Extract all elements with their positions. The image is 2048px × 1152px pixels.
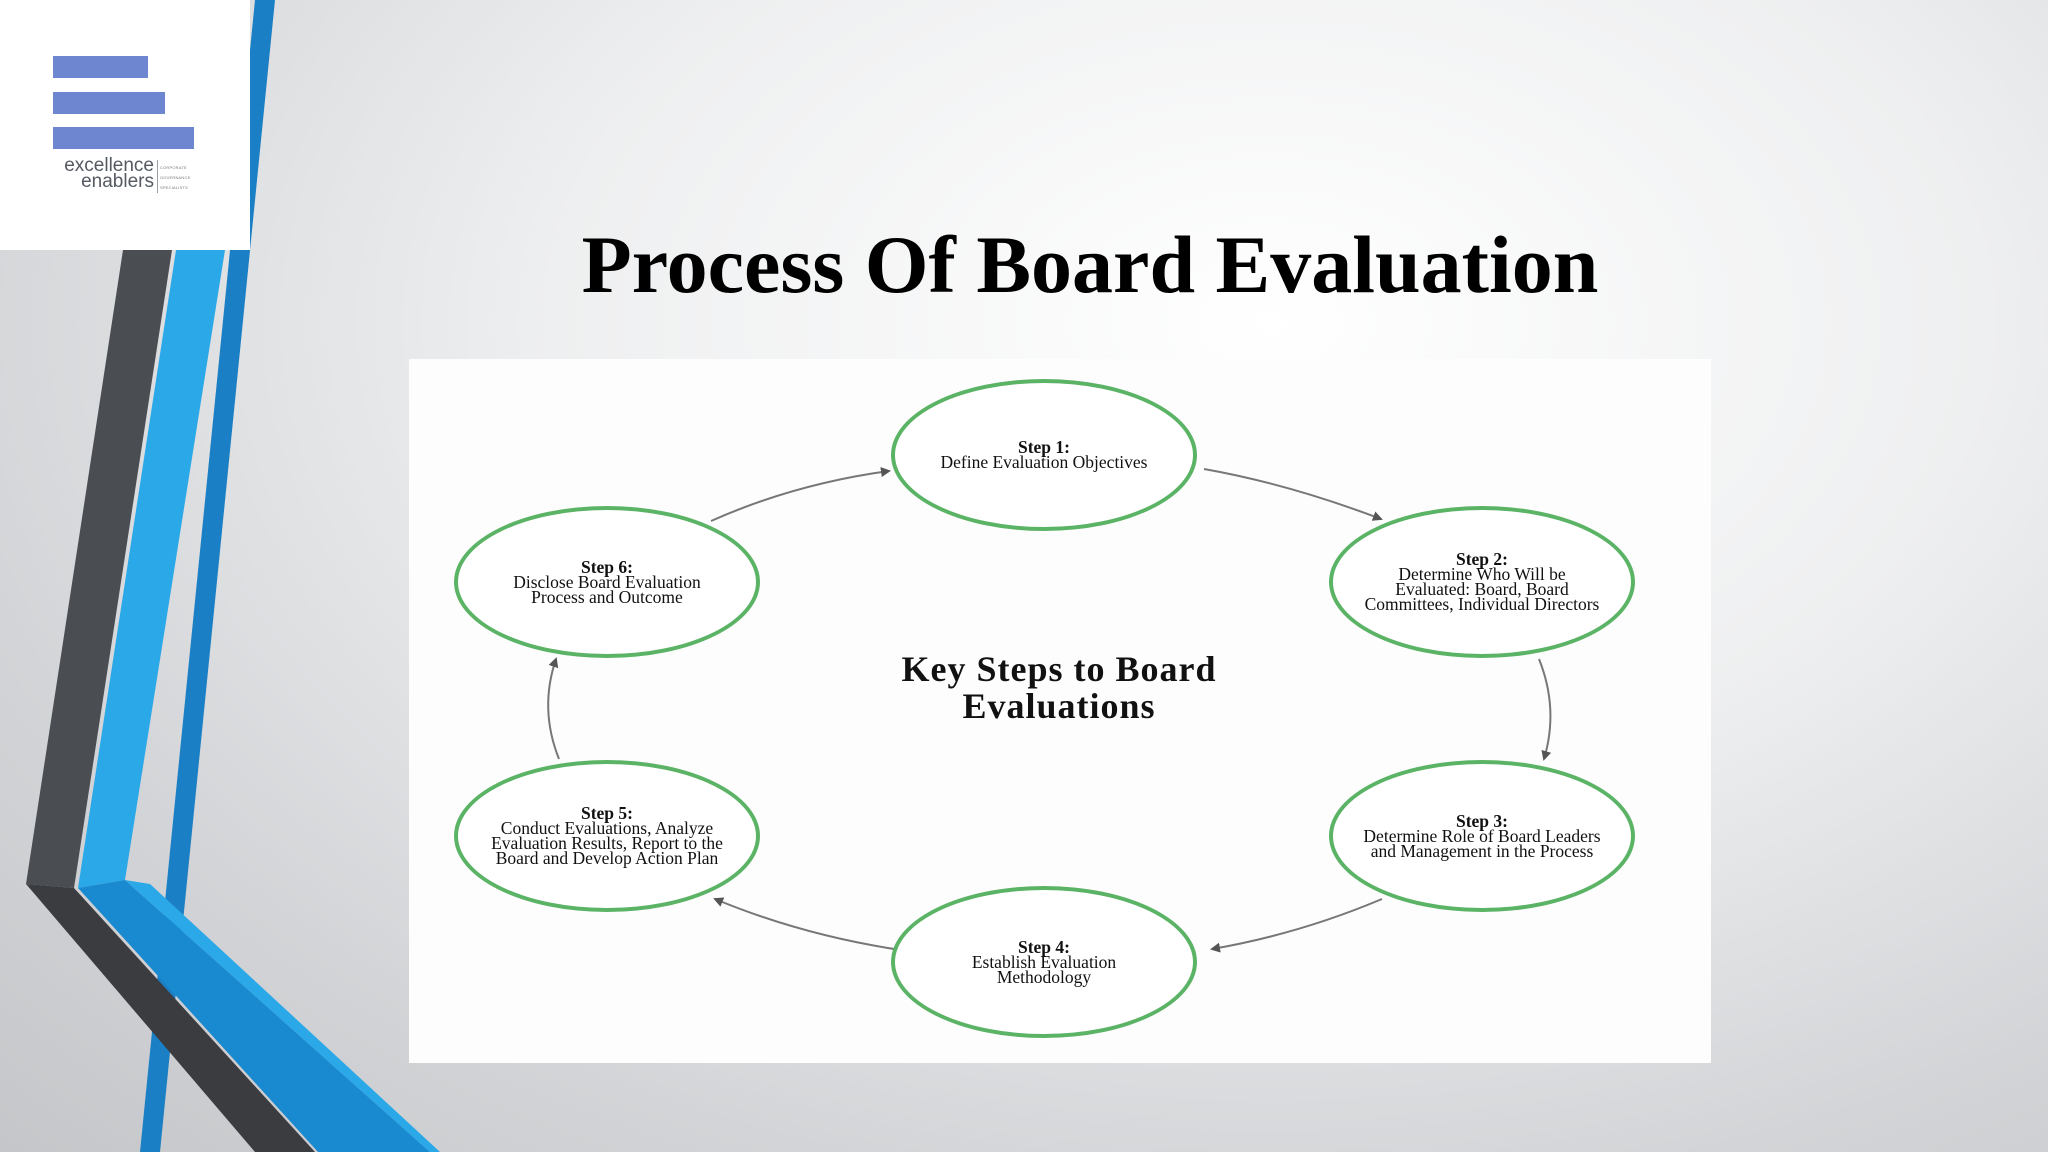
step-4-text: Establish Evaluation Methodology [971, 951, 1117, 987]
step-1-circle: Step 1: Define Evaluation Objectives [891, 379, 1197, 531]
logo-divider [157, 160, 158, 193]
arrow-step2-to-step3 [1538, 658, 1552, 761]
board-evaluation-cycle-diagram: Step 1: Define Evaluation Objectives Ste… [409, 359, 1711, 1063]
step-2-text: Determine Who Will be Evaluated: Board, … [1364, 564, 1600, 614]
step-1-label: Step 1: [1017, 437, 1070, 457]
step-5-text: Conduct Evaluations, Analyze Evaluation … [491, 818, 723, 868]
step-4-circle: Step 4: Establish Evaluation Methodology [891, 886, 1197, 1038]
step-5-label: Step 5: [580, 803, 633, 823]
logo-line-2: enablers [81, 171, 154, 192]
step-3-text: Determine Role of Board Leaders and Mana… [1363, 825, 1601, 861]
logo-tagline-3: SPECIALISTS [160, 185, 188, 190]
logo-tagline-2: GOVERNANCE [160, 175, 191, 180]
company-logo: excellence enablers CORPORATE GOVERNANCE… [0, 0, 250, 250]
slide-title: Process Of Board Evaluation [581, 219, 1599, 310]
logo-line-1: excellence [64, 155, 154, 176]
logo-bar-middle [53, 92, 165, 114]
logo-wordmark: excellence enablers [50, 155, 154, 192]
step-2-circle: Step 2: Determine Who Will be Evaluated:… [1329, 506, 1635, 658]
step-6-circle: Step 6: Disclose Board Evaluation Proces… [454, 506, 760, 658]
logo-tagline-1: CORPORATE [160, 165, 187, 170]
logo-bar-top [53, 56, 148, 78]
arrow-step1-to-step2 [1203, 468, 1383, 521]
arrow-step6-to-step1 [710, 467, 891, 522]
cycle-arrows [547, 467, 1552, 953]
step-6-text: Disclose Board Evaluation Process and Ou… [513, 571, 701, 607]
step-2-label: Step 2: [1455, 549, 1508, 569]
logo-tagline: CORPORATE GOVERNANCE SPECIALISTS [160, 163, 190, 193]
step-4-label: Step 4: [1017, 936, 1070, 957]
logo-bar-bottom [53, 127, 194, 149]
arrow-step5-to-step6 [547, 657, 560, 760]
step-3-label: Step 3: [1455, 810, 1508, 831]
step-6-label: Step 6: [580, 556, 633, 577]
arrow-step4-to-step5 [713, 897, 895, 950]
step-5-circle: Step 5: Conduct Evaluations, Analyze Eva… [454, 760, 760, 912]
arrow-step3-to-step4 [1210, 898, 1383, 953]
diagram-center-label: Key Steps to Board Evaluations [901, 649, 1217, 726]
step-3-circle: Step 3: Determine Role of Board Leaders … [1329, 760, 1635, 912]
step-1-text: Define Evaluation Objectives [940, 452, 1148, 472]
